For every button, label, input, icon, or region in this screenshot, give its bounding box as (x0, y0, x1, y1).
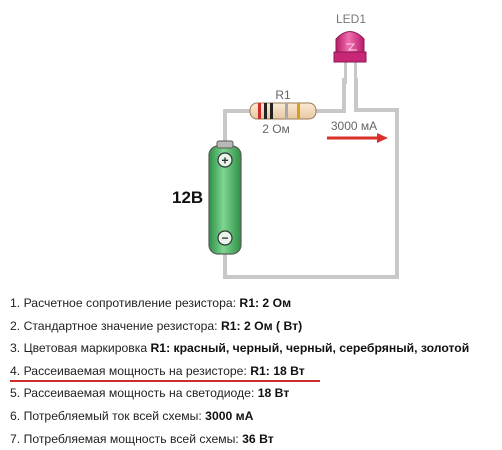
circuit-diagram: + − 12В R1 2 Ом LED1 3000 мА (172, 12, 399, 279)
result-num: 2. (10, 318, 21, 333)
result-item: 2. Стандартное значение резистора: R1: 2… (10, 315, 500, 338)
battery-minus-terminal (217, 230, 233, 246)
result-value: R1: красный, черный, черный, серебряный,… (150, 341, 470, 356)
result-item: 1. Расчетное сопротивление резистора: R1… (10, 292, 500, 315)
wire-top-left (223, 109, 252, 152)
led-label: LED1 (336, 12, 366, 26)
result-text: Рассеиваемая мощность на светодиоде: (23, 386, 258, 401)
result-num: 6. (10, 408, 21, 423)
resistor (249, 102, 317, 120)
battery-voltage-label: 12В (172, 188, 203, 207)
result-item: 7. Потребляемая мощность всей схемы: 36 … (10, 428, 500, 450)
result-item: 6. Потребляемый ток всей схемы: 3000 мА (10, 405, 500, 428)
result-value: 18 Вт (257, 386, 290, 401)
result-num: 5. (10, 386, 21, 401)
result-text: Цветовая маркировка (23, 341, 151, 356)
svg-text:+: + (221, 154, 228, 168)
wire-led-right (223, 78, 399, 279)
result-item: 3. Цветовая маркировка R1: красный, черн… (10, 337, 500, 360)
wires (223, 78, 399, 279)
result-text: Потребляемый ток всей схемы: (23, 408, 206, 423)
wire-resistor-led (314, 78, 346, 113)
resistor-name: R1 (275, 88, 291, 102)
result-value: 3000 мА (205, 408, 254, 423)
result-num: 3. (10, 341, 21, 356)
svg-text:−: − (221, 231, 228, 245)
result-num: 4. (10, 363, 21, 378)
battery-plus-terminal (217, 152, 233, 168)
battery: + − (208, 140, 242, 255)
current-arrow (327, 133, 388, 143)
result-text: Стандартное значение резистора: (23, 318, 221, 333)
result-item: 5. Рассеиваемая мощность на светодиоде: … (10, 382, 500, 405)
result-num: 1. (10, 296, 21, 310)
result-text: Рассеиваемая мощность на резисторе: (23, 363, 251, 378)
result-value: R1: 2 Ом (239, 296, 292, 310)
result-text: Расчетное сопротивление резистора: (23, 296, 240, 310)
results-list: 1. Расчетное сопротивление резистора: R1… (10, 292, 500, 450)
result-item-highlighted: 4. Рассеиваемая мощность на резисторе: R… (10, 360, 500, 383)
led (333, 31, 367, 84)
result-text: Потребляемая мощность всей схемы: (23, 431, 243, 446)
current-label: 3000 мА (331, 119, 377, 133)
result-value: R1: 18 Вт (250, 363, 305, 378)
result-num: 7. (10, 431, 21, 446)
result-value: 36 Вт (242, 431, 274, 446)
resistor-value: 2 Ом (262, 122, 290, 136)
result-value: R1: 2 Ом ( Вт) (220, 318, 303, 333)
